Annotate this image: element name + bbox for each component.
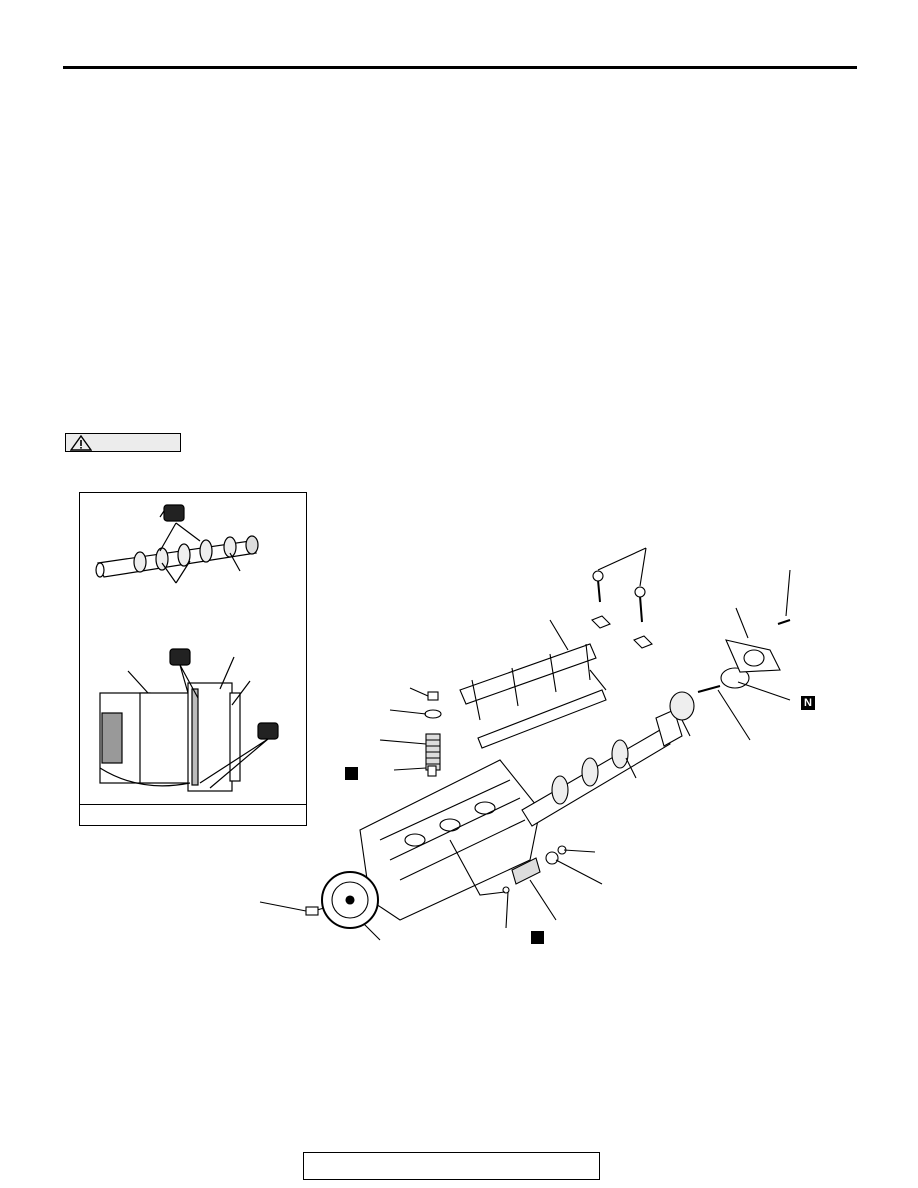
header-rule bbox=[63, 66, 857, 69]
exploded-view-drawing bbox=[250, 540, 810, 955]
marker-square bbox=[531, 931, 544, 944]
caution-box bbox=[65, 433, 181, 452]
cylinder-head-exploded-illustration bbox=[259, 547, 791, 941]
inset-figure bbox=[79, 492, 307, 826]
inset-illustration bbox=[95, 504, 279, 792]
page-footer-box bbox=[303, 1152, 600, 1180]
new-part-mark: N bbox=[801, 696, 815, 710]
warning-triangle-icon bbox=[70, 435, 92, 451]
marker-square bbox=[345, 767, 358, 780]
inset-caption bbox=[80, 804, 306, 825]
